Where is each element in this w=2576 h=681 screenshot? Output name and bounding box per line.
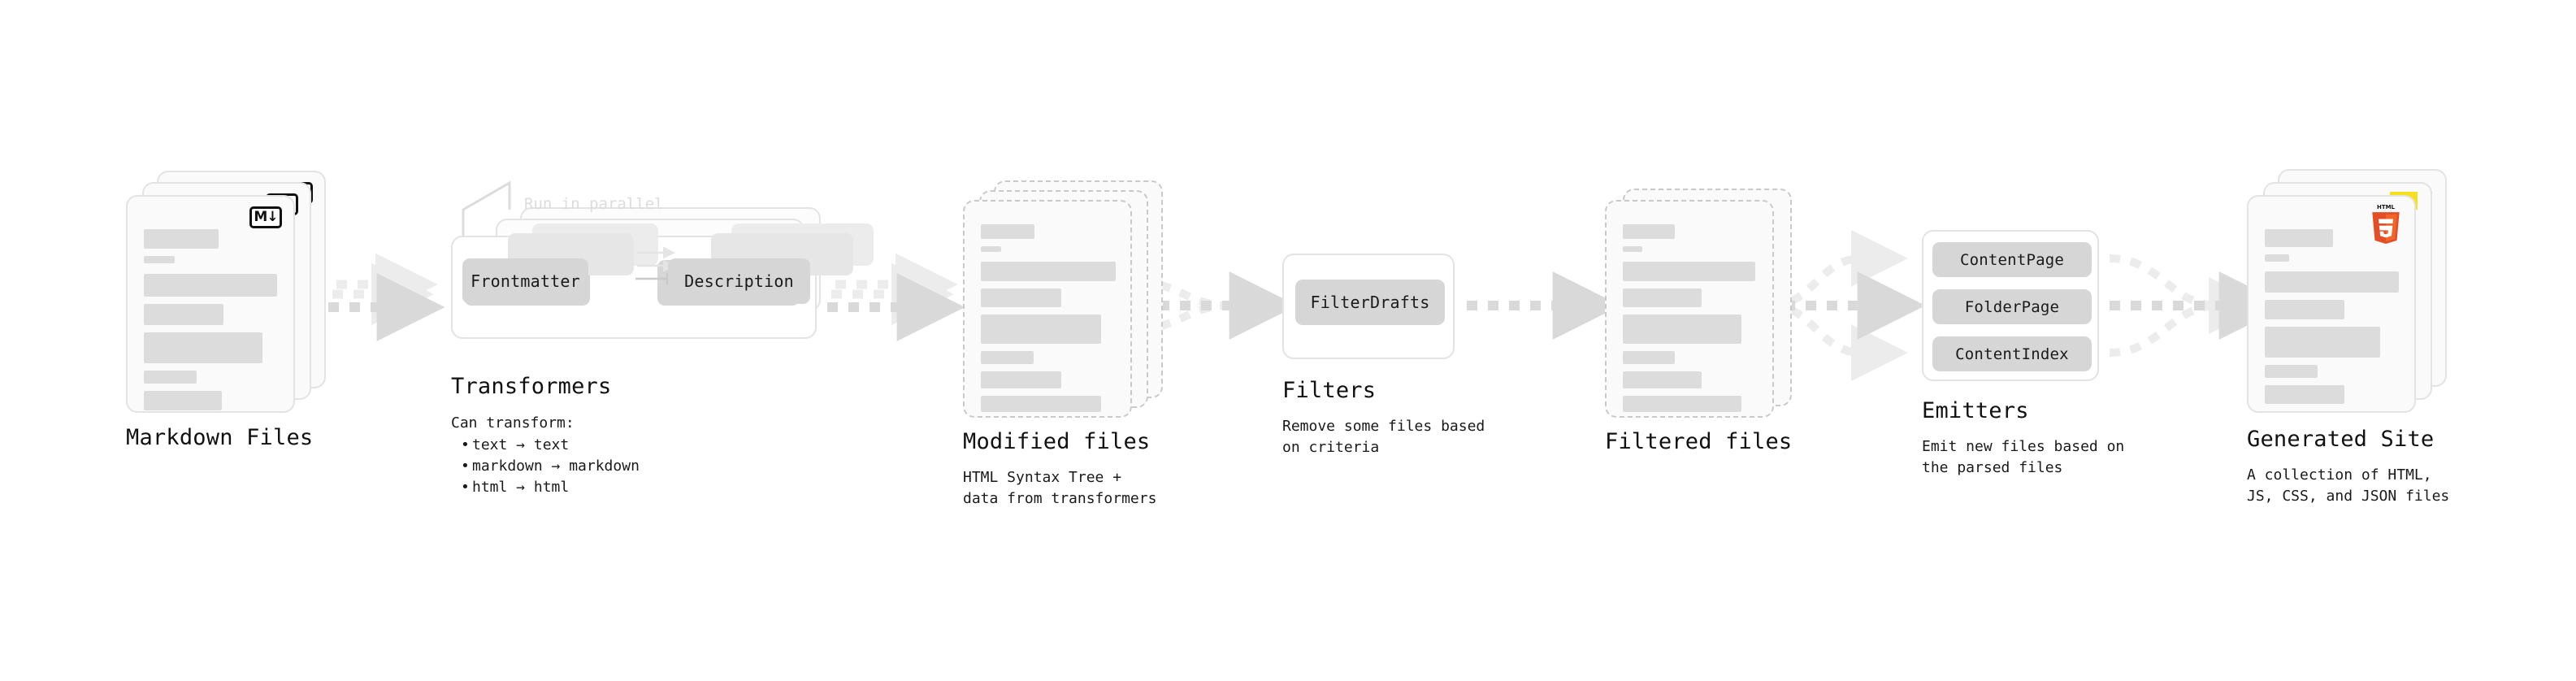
content-bar: [981, 262, 1116, 281]
stage-subtitle-emitters: Emit new files based on the parsed files: [1922, 438, 2125, 477]
markdown-badge-front: M↓: [249, 206, 282, 228]
generated-card-front[interactable]: HTML: [2247, 195, 2416, 413]
card-content-lines: [1623, 224, 1758, 416]
content-bar: [981, 246, 1001, 252]
filter-chip-filterdrafts[interactable]: FilterDrafts: [1295, 280, 1445, 325]
filtered-card-front[interactable]: [1605, 200, 1774, 418]
emitters-box[interactable]: ContentPage FolderPage ContentIndex: [1922, 230, 2099, 381]
card-content-lines: [144, 229, 279, 411]
stage-title-modified-files: Modified files: [963, 429, 1151, 454]
content-bar: [1623, 371, 1702, 388]
content-bar: [144, 391, 222, 410]
transformer-chip-frontmatter-top[interactable]: Frontmatter: [462, 258, 588, 304]
stage-subtitle-transformers: Can transform:: [451, 414, 575, 432]
content-bar: [1623, 314, 1741, 344]
content-bar: [1623, 396, 1741, 412]
emitter-chip-folderpage[interactable]: FolderPage: [1932, 289, 2092, 324]
transformer-chip-description-top[interactable]: Description: [668, 258, 810, 304]
content-bar: [1623, 351, 1675, 364]
content-bar: [981, 396, 1101, 412]
stage-title-filtered-files: Filtered files: [1605, 429, 1793, 454]
connector-emitters-to-generated: [2109, 254, 2288, 357]
transformers-capability-item: text → text: [459, 435, 640, 456]
content-bar: [2265, 229, 2333, 247]
run-in-parallel-label: Run in parallel: [524, 195, 664, 213]
emitter-chip-contentindex[interactable]: ContentIndex: [1932, 336, 2092, 371]
stage-title-markdown-files: Markdown Files: [126, 425, 314, 450]
stage-title-generated-site: Generated Site: [2247, 427, 2435, 452]
transformers-capability-list: text → text markdown → markdown html → h…: [459, 435, 640, 498]
emitter-chip-contentpage[interactable]: ContentPage: [1932, 242, 2092, 277]
content-bar: [2265, 254, 2289, 262]
content-bar: [2265, 365, 2318, 378]
markdown-card-front[interactable]: M↓: [126, 195, 295, 413]
filters-box[interactable]: FilterDrafts: [1282, 254, 1455, 359]
stage-title-transformers: Transformers: [451, 374, 612, 399]
stage-subtitle-modified-files: HTML Syntax Tree + data from transformer…: [963, 469, 1157, 508]
content-bar: [2265, 271, 2399, 293]
stage-title-filters: Filters: [1282, 378, 1377, 403]
stage-subtitle-filters: Remove some files based on criteria: [1282, 418, 1485, 457]
content-bar: [1623, 224, 1675, 239]
stage-title-emitters: Emitters: [1922, 398, 2029, 423]
content-bar: [2265, 411, 2385, 413]
content-bar: [144, 256, 175, 263]
content-bar: [981, 314, 1101, 344]
content-bar: [1623, 262, 1755, 281]
card-content-lines: [981, 224, 1116, 416]
content-bar: [144, 304, 223, 325]
content-bar: [144, 371, 197, 384]
content-bar: [144, 274, 277, 297]
content-bar: [1623, 246, 1642, 252]
html5-icon: HTML: [2372, 204, 2400, 244]
content-bar: [981, 288, 1061, 307]
svg-text:HTML: HTML: [2377, 204, 2395, 210]
content-bar: [1623, 288, 1702, 307]
content-bar: [981, 371, 1061, 388]
content-bar: [981, 351, 1034, 364]
content-bar: [144, 229, 219, 249]
connector-transformers-to-modified: [827, 253, 965, 341]
content-bar: [144, 332, 262, 363]
transformers-capability-item: markdown → markdown: [459, 456, 640, 477]
modified-card-front[interactable]: [963, 200, 1132, 418]
content-bar: [981, 224, 1034, 239]
content-bar: [2265, 300, 2344, 319]
content-bar: [2265, 327, 2380, 358]
card-content-lines: [2265, 229, 2400, 413]
stage-subtitle-generated-site: A collection of HTML, JS, CSS, and JSON …: [2247, 466, 2450, 505]
transformers-capability-item: html → html: [459, 477, 640, 498]
content-bar: [2265, 385, 2344, 404]
